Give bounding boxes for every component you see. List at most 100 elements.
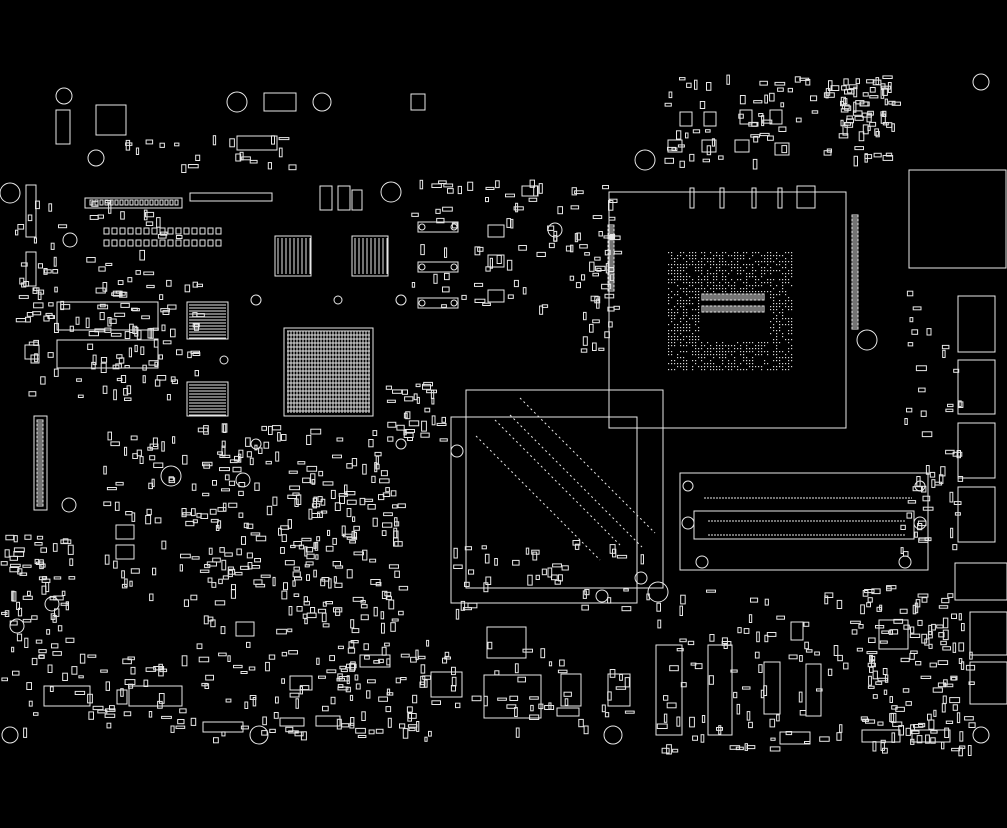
ic-package bbox=[115, 544, 135, 560]
cpu-pin bbox=[668, 351, 670, 353]
smd-part bbox=[912, 306, 922, 311]
smd-part bbox=[11, 646, 15, 653]
smd-part bbox=[306, 434, 312, 445]
smd-part bbox=[355, 683, 361, 690]
ic-package bbox=[667, 139, 683, 153]
smd-part bbox=[35, 639, 43, 644]
cpu-pin bbox=[704, 351, 706, 353]
cpu-pin bbox=[728, 363, 730, 365]
cpu-pin bbox=[686, 279, 688, 281]
smd-part bbox=[774, 81, 786, 86]
smd-part bbox=[464, 546, 472, 551]
cpu-pin bbox=[737, 255, 739, 257]
cpu-pin bbox=[671, 297, 673, 299]
smd-part bbox=[110, 332, 122, 337]
smd-part bbox=[942, 349, 946, 358]
smd-part bbox=[145, 211, 155, 218]
smd-part bbox=[836, 732, 842, 741]
header-pin bbox=[418, 263, 426, 271]
smd-part bbox=[922, 495, 931, 502]
smd-part bbox=[837, 654, 843, 662]
mounting-hole bbox=[1, 726, 19, 744]
smd-part bbox=[444, 656, 452, 660]
cpu-pin bbox=[767, 264, 769, 266]
cpu-pin bbox=[734, 363, 736, 365]
smd-part bbox=[917, 520, 927, 527]
cpu-pin bbox=[677, 303, 679, 305]
smd-part bbox=[166, 279, 172, 287]
cpu-pin bbox=[668, 270, 670, 272]
cpu-pin bbox=[683, 345, 685, 347]
smd-part bbox=[125, 511, 133, 516]
cpu-pin bbox=[689, 327, 691, 329]
smd-part bbox=[951, 747, 961, 752]
cpu-pin-pad bbox=[733, 293, 737, 301]
connector-pad bbox=[36, 435, 44, 439]
smd-part bbox=[392, 504, 398, 509]
cpu-pin bbox=[731, 255, 733, 257]
smd-part bbox=[97, 304, 109, 310]
cpu-pin bbox=[674, 345, 676, 347]
socket-pad bbox=[851, 302, 859, 306]
smd-part bbox=[315, 554, 319, 560]
smd-part bbox=[426, 389, 438, 394]
cpu-pin bbox=[698, 261, 700, 263]
smd-part bbox=[53, 595, 64, 601]
cpu-pin bbox=[689, 318, 691, 320]
mounting-hole bbox=[603, 725, 623, 745]
smd-part bbox=[805, 79, 811, 86]
ic-package bbox=[337, 185, 351, 211]
connector-pad bbox=[164, 199, 169, 206]
cpu-pin bbox=[719, 264, 721, 266]
smd-part bbox=[851, 629, 858, 635]
cpu-pin bbox=[704, 354, 706, 356]
smd-part bbox=[540, 648, 546, 659]
connector-pad bbox=[159, 239, 166, 247]
cpu-pin bbox=[674, 318, 676, 320]
ic-package bbox=[116, 689, 128, 705]
smd-part bbox=[265, 661, 270, 672]
cpu-pin bbox=[743, 357, 745, 359]
smd-part bbox=[607, 691, 612, 701]
smd-part bbox=[218, 578, 223, 585]
smd-part bbox=[921, 431, 933, 438]
smd-part bbox=[156, 217, 161, 228]
smd-part bbox=[268, 654, 276, 660]
cpu-pin bbox=[677, 258, 679, 260]
cpu-pin bbox=[725, 279, 727, 281]
smd-part bbox=[916, 735, 923, 744]
smd-part bbox=[4, 549, 10, 558]
cpu-pin bbox=[755, 348, 757, 350]
smd-part bbox=[62, 672, 68, 682]
smd-part bbox=[190, 717, 197, 726]
smd-part bbox=[462, 607, 472, 611]
smd-part bbox=[386, 688, 391, 696]
mounting-hole bbox=[634, 149, 656, 171]
socket-pad bbox=[607, 232, 615, 236]
cpu-pin bbox=[683, 267, 685, 269]
smd-part bbox=[840, 119, 844, 127]
cpu-pin bbox=[764, 258, 766, 260]
cpu-pin bbox=[776, 309, 778, 311]
cpu-pin bbox=[782, 309, 784, 311]
smd-part bbox=[967, 745, 972, 756]
smd-part bbox=[843, 78, 849, 86]
cpu-pin bbox=[695, 297, 697, 299]
smd-part bbox=[581, 274, 586, 281]
cpu-pin-pad bbox=[749, 305, 753, 313]
smd-part bbox=[441, 304, 447, 308]
smd-part bbox=[471, 695, 482, 702]
cpu-pin bbox=[791, 264, 793, 266]
cpu-pin bbox=[680, 300, 682, 302]
smd-part bbox=[102, 282, 108, 292]
cpu-pin bbox=[752, 357, 754, 359]
cpu-pin bbox=[782, 291, 784, 293]
smd-part bbox=[213, 737, 219, 744]
cpu-pin bbox=[728, 348, 730, 350]
cpu-pin bbox=[686, 312, 688, 314]
cpu-pin bbox=[689, 282, 691, 284]
cpu-pin bbox=[776, 255, 778, 257]
smd-part bbox=[266, 505, 273, 516]
cpu-pin bbox=[692, 360, 694, 362]
